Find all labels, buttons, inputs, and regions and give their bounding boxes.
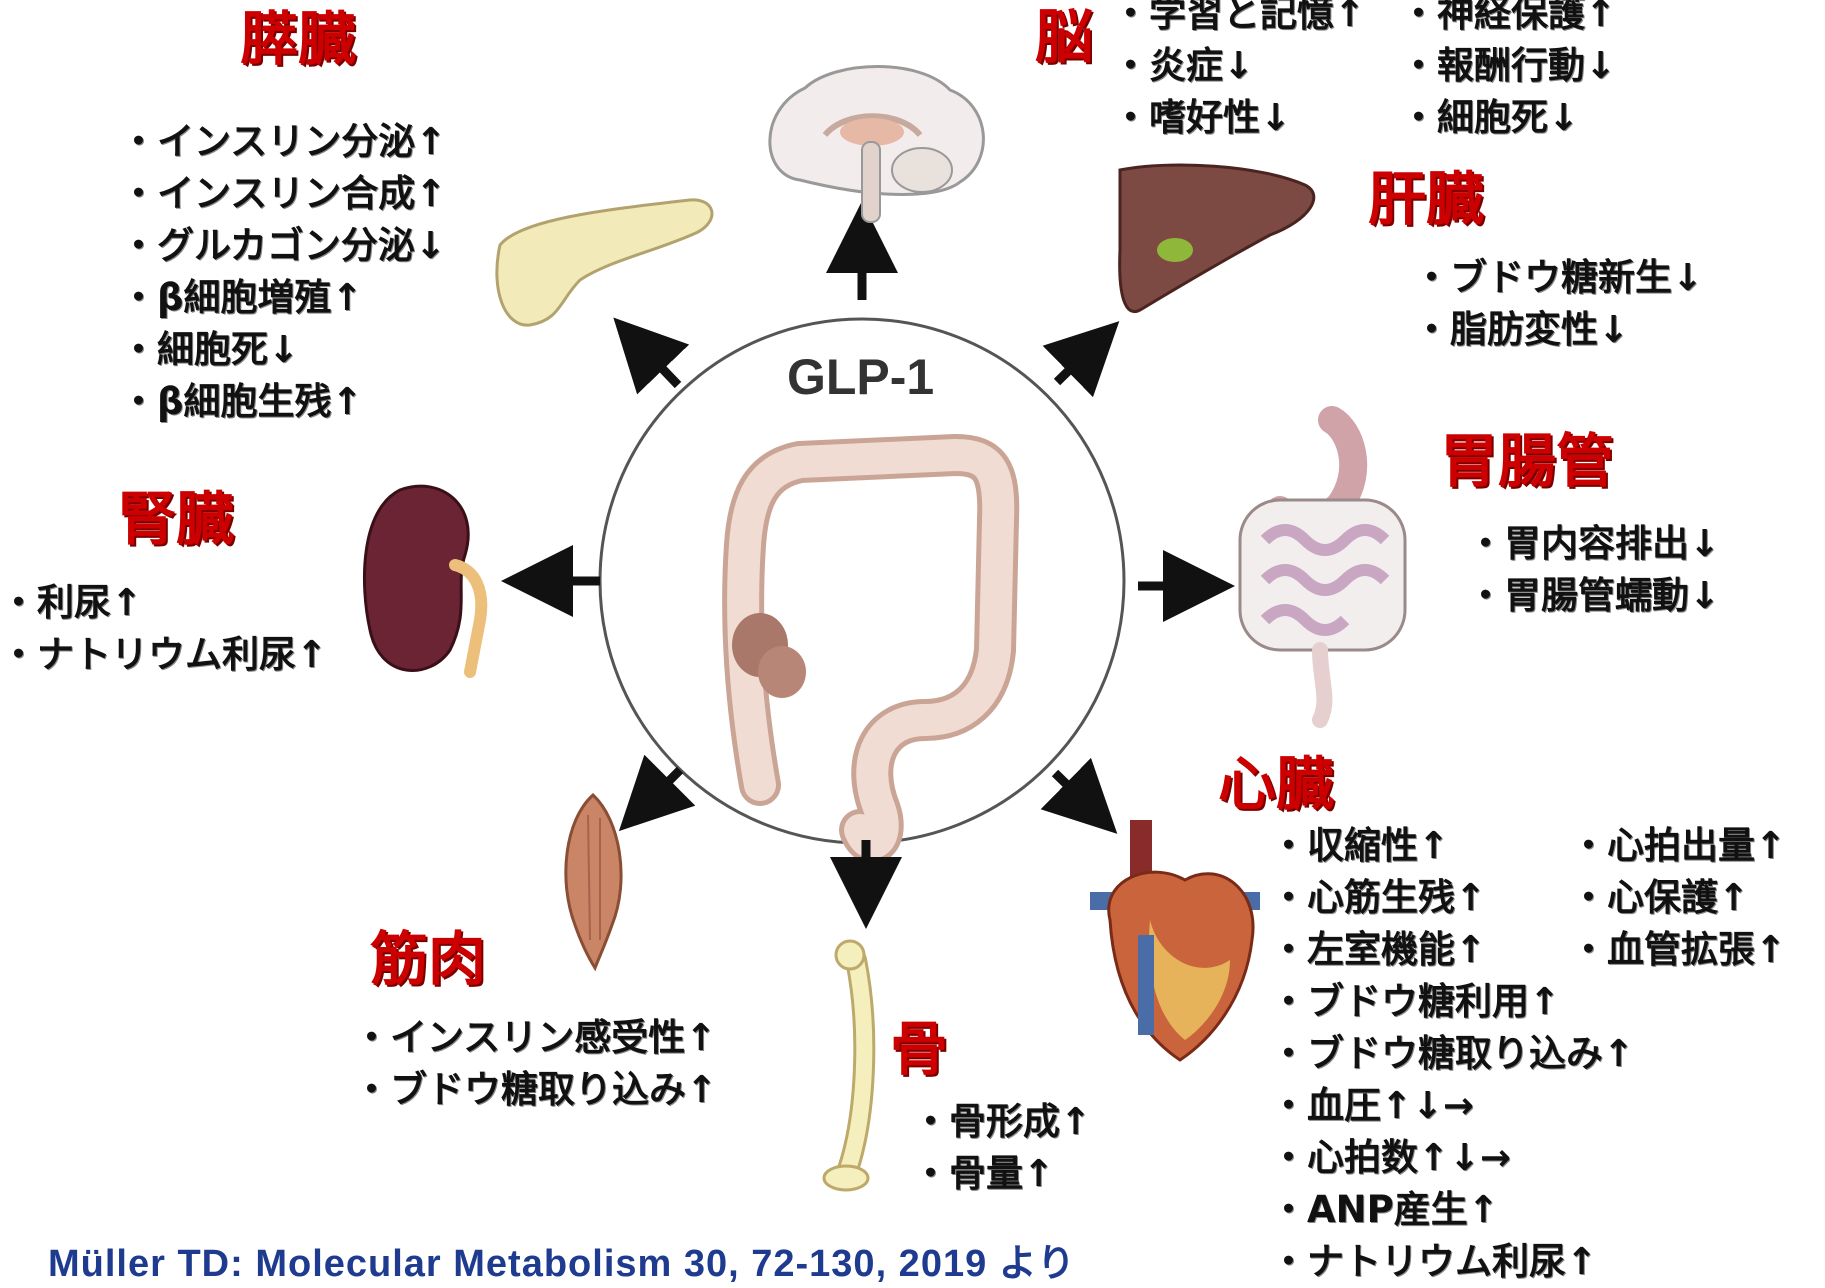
- bone-effects: 骨形成↑ 骨量↑: [912, 1096, 1091, 1200]
- bone-illustration: [824, 941, 868, 1190]
- pancreas-effect: インスリン合成↑: [120, 168, 446, 220]
- kidney-title: 腎臓: [118, 490, 234, 548]
- brain-effect: 学習と記憶↑: [1112, 0, 1365, 40]
- gi-tract-effect: 胃腸管蠕動↓: [1467, 570, 1720, 622]
- bone-effect: 骨量↑: [912, 1148, 1091, 1200]
- brain-effect: 細胞死↓: [1400, 92, 1616, 144]
- heart-effect: ブドウ糖利用↑: [1270, 976, 1634, 1028]
- heart-effects-right: 心拍出量↑ 心保護↑ 血管拡張↑: [1570, 820, 1786, 976]
- brain-effect: 神経保護↑: [1400, 0, 1616, 40]
- muscle-title: 筋肉: [370, 930, 486, 988]
- heart-effect: 血圧↑↓→: [1270, 1080, 1634, 1132]
- citation: Müller TD: Molecular Metabolism 30, 72-1…: [48, 1232, 1076, 1287]
- liver-illustration: [1120, 165, 1314, 312]
- heart-title: 心臓: [1218, 755, 1334, 813]
- gi-tract-effects: 胃内容排出↓ 胃腸管蠕動↓: [1467, 518, 1720, 622]
- muscle-illustration: [566, 795, 621, 968]
- heart-effect: ブドウ糖取り込み↑: [1270, 1028, 1634, 1080]
- heart-effect: 血管拡張↑: [1570, 924, 1786, 976]
- arrow-to-heart: [1055, 773, 1098, 815]
- pancreas-effect: β細胞生残↑: [120, 376, 446, 428]
- pancreas-effect: β細胞増殖↑: [120, 272, 446, 324]
- brain-effect: 嗜好性↓: [1112, 92, 1365, 144]
- kidney-effect: 利尿↑: [0, 577, 327, 629]
- pancreas-effects: インスリン分泌↑ インスリン合成↑ グルカゴン分泌↓ β細胞増殖↑ 細胞死↓ β…: [120, 116, 446, 428]
- brain-effect: 炎症↓: [1112, 40, 1365, 92]
- pancreas-effect: グルカゴン分泌↓: [120, 220, 446, 272]
- arrow-to-pancreas: [632, 337, 678, 385]
- kidney-effect: ナトリウム利尿↑: [0, 629, 327, 681]
- brain-effects-right: 神経保護↑ 報酬行動↓ 細胞死↓: [1400, 0, 1616, 144]
- brain-effects-left: 学習と記憶↑ 炎症↓ 嗜好性↓: [1112, 0, 1365, 144]
- gi-tract-effect: 胃内容排出↓: [1467, 518, 1720, 570]
- heart-effect: 心拍出量↑: [1570, 820, 1786, 872]
- liver-effect: 脂肪変性↓: [1413, 304, 1703, 356]
- muscle-effects: インスリン感受性↑ ブドウ糖取り込み↑: [353, 1012, 717, 1116]
- heart-effect: ANP産生↑: [1270, 1184, 1634, 1236]
- gi-tract-title: 胃腸管: [1440, 432, 1614, 490]
- heart-effect: 心拍数↑↓→: [1270, 1132, 1634, 1184]
- brain-illustration: [770, 67, 984, 223]
- gi-tract-illustration: [1240, 420, 1405, 720]
- pancreas-effect: 細胞死↓: [120, 324, 446, 376]
- heart-illustration: [1090, 820, 1260, 1060]
- pancreas-illustration: [497, 200, 712, 325]
- liver-effect: ブドウ糖新生↓: [1413, 252, 1703, 304]
- arrow-to-liver: [1057, 340, 1100, 382]
- brain-effect: 報酬行動↓: [1400, 40, 1616, 92]
- heart-effect: ナトリウム利尿↑: [1270, 1236, 1634, 1288]
- pancreas-effect: インスリン分泌↑: [120, 116, 446, 168]
- arrow-to-muscle: [638, 770, 680, 812]
- kidney-effects: 利尿↑ ナトリウム利尿↑: [0, 577, 327, 681]
- glp1-label: GLP-1: [787, 348, 934, 406]
- liver-title: 肝臓: [1368, 170, 1484, 228]
- heart-effect: 心保護↑: [1570, 872, 1786, 924]
- liver-effects: ブドウ糖新生↓ 脂肪変性↓: [1413, 252, 1703, 356]
- kidney-illustration: [364, 486, 481, 672]
- bone-effect: 骨形成↑: [912, 1096, 1091, 1148]
- pancreas-title: 膵臓: [240, 10, 356, 68]
- muscle-effect: インスリン感受性↑: [353, 1012, 717, 1064]
- bone-title: 骨: [890, 1020, 948, 1078]
- muscle-effect: ブドウ糖取り込み↑: [353, 1064, 717, 1116]
- brain-title: 脳: [1035, 8, 1093, 66]
